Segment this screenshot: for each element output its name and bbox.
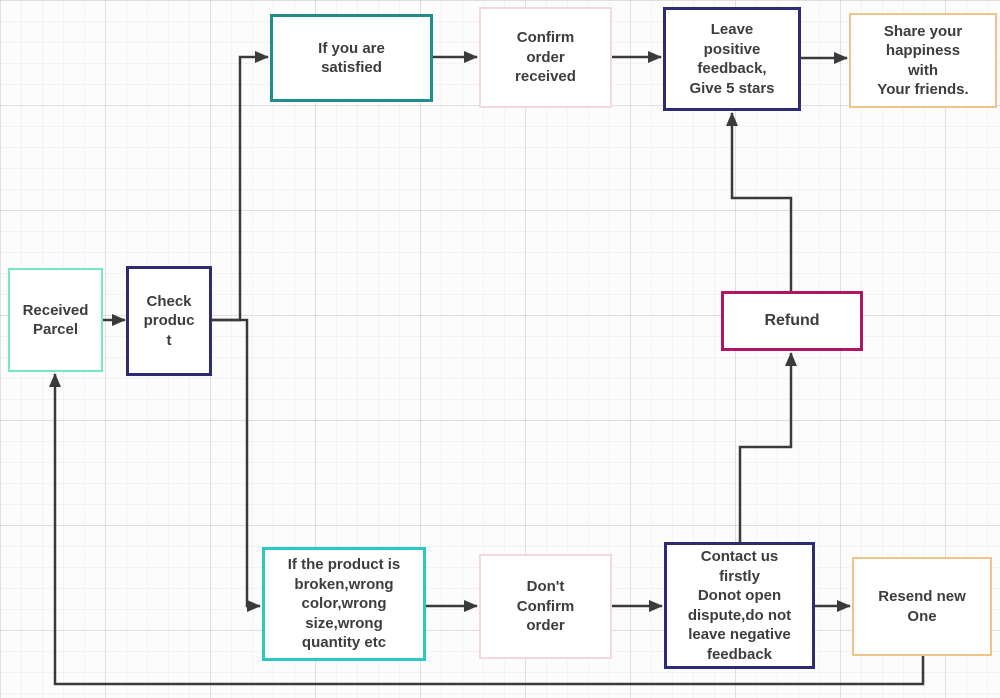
edge-check-product-to-if-product-broken bbox=[212, 318, 261, 612]
node-received-parcel: Received Parcel bbox=[8, 268, 103, 372]
node-if-satisfied-label: If you are satisfied bbox=[318, 39, 385, 77]
node-dont-confirm-order: Don't Confirm order bbox=[479, 554, 612, 659]
node-share-happiness-label: Share your happiness with Your friends. bbox=[877, 22, 969, 99]
edge-resend-new-one-to-received-parcel bbox=[49, 373, 925, 686]
node-refund-label: Refund bbox=[764, 311, 820, 329]
node-contact-us: Contact us firstly Donot open dispute,do… bbox=[664, 542, 815, 669]
node-check-product: Check produc t bbox=[126, 266, 212, 376]
node-leave-positive-feedback: Leave positive feedback, Give 5 stars bbox=[663, 7, 801, 111]
node-resend-new-one-label: Resend new One bbox=[878, 588, 966, 625]
node-if-product-broken-label: If the product is broken,wrong color,wro… bbox=[287, 556, 401, 652]
node-if-satisfied: If you are satisfied bbox=[270, 14, 433, 102]
edge-refund-to-leave-positive-feedback bbox=[726, 112, 793, 291]
node-contact-us-label: Contact us firstly Donot open dispute,do… bbox=[687, 548, 792, 663]
node-received-parcel-label: Received Parcel bbox=[22, 301, 89, 339]
node-confirm-order: Confirm order received bbox=[479, 7, 612, 108]
edge-contact-us-to-refund bbox=[738, 352, 797, 542]
node-if-product-broken: If the product is broken,wrong color,wro… bbox=[262, 547, 426, 661]
node-check-product-label: Check produc t bbox=[143, 292, 195, 349]
node-confirm-order-label: Confirm order received bbox=[515, 29, 576, 86]
edge-check-product-to-if-satisfied bbox=[212, 51, 269, 322]
node-leave-positive-feedback-label: Leave positive feedback, Give 5 stars bbox=[689, 21, 775, 97]
node-share-happiness: Share your happiness with Your friends. bbox=[849, 13, 997, 108]
node-dont-confirm-order-label: Don't Confirm order bbox=[516, 578, 575, 635]
node-resend-new-one: Resend new One bbox=[852, 557, 992, 656]
node-refund: Refund bbox=[721, 291, 863, 351]
